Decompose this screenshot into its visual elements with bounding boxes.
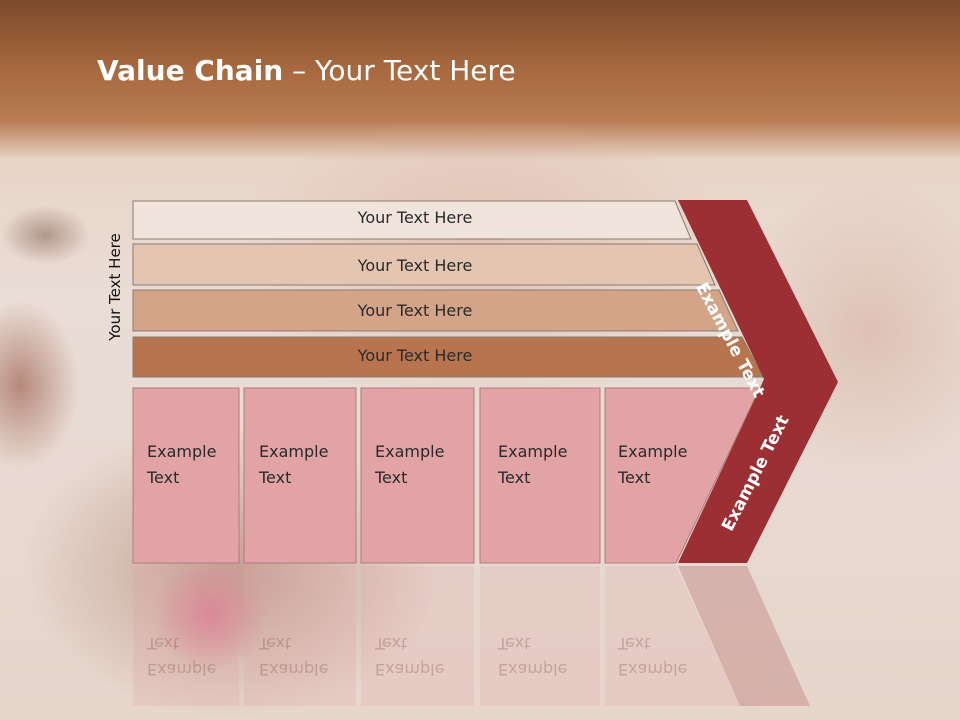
backdrop-photo-tray [0, 205, 90, 265]
backdrop-photo-flower [150, 560, 270, 670]
primary-cell-2 [243, 387, 357, 564]
support-row-label: Your Text Here [357, 301, 473, 320]
title-bold: Value Chain [97, 54, 284, 87]
support-row-label: Your Text Here [357, 346, 473, 365]
slide-title: Value Chain – Your Text Here [97, 54, 516, 87]
support-row-4 [132, 336, 764, 378]
title-rest: – Your Text Here [283, 54, 516, 87]
support-row-1 [132, 200, 692, 240]
diagram-reflection [133, 566, 810, 706]
support-row-label: Your Text Here [357, 256, 473, 275]
margin-chevron [678, 200, 838, 563]
primary-cell-4 [479, 387, 601, 564]
support-row-3 [132, 289, 739, 332]
primary-cell-5 [604, 387, 761, 564]
support-row-2 [132, 243, 716, 286]
primary-cell-3 [360, 387, 475, 564]
support-row-label: Your Text Here [357, 208, 473, 227]
primary-cell-1 [132, 387, 240, 564]
